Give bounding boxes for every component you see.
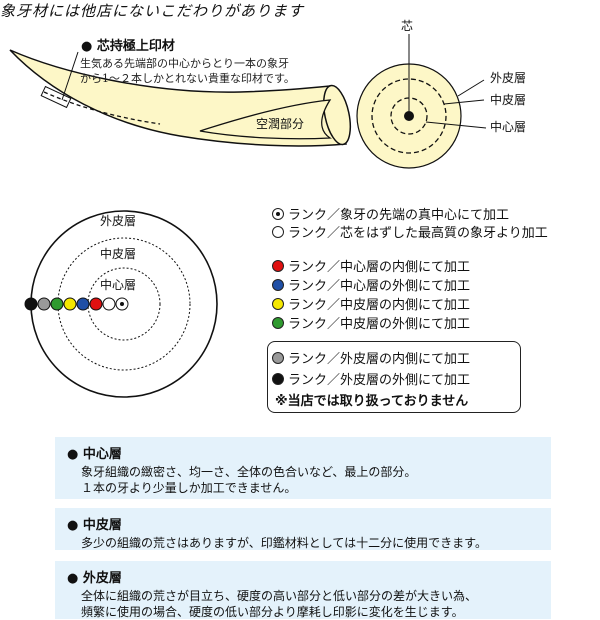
rank-dot — [37, 297, 51, 311]
info-center-line2: １本の牙より少量しか加工できません。 — [81, 481, 297, 495]
tusk-description-line2: から1～２本しかとれない貴重な印材です。 — [80, 71, 295, 85]
legend-item: ランク／中皮層の内側にて加工 — [272, 294, 470, 313]
rank-middle-label: 中皮層 — [100, 246, 136, 261]
legend-item-label: ランク／中心層の内側にて加工 — [288, 260, 471, 275]
rank-dots — [24, 297, 129, 311]
legend-item: ランク／中心層の内側にて加工 — [272, 256, 470, 275]
excluded-note: ※当店では取り扱っておりません — [275, 394, 469, 409]
tusk-title: ● 芯持極上印材 — [81, 38, 175, 54]
info-box-outer: ● 外皮層 全体に組織の荒さが目立ち、硬度の高い部分と低い部分の差が大きい為、 … — [55, 561, 551, 619]
legend-item: ランク／中皮層の外側にて加工 — [272, 313, 470, 332]
info-outer-line1: 全体に組織の荒さが目立ち、硬度の高い部分と低い部分の差が大きい為、 — [81, 589, 478, 603]
info-center-line1: 象牙組織の緻密さ、均一さ、全体の色合いなど、最上の部分。 — [81, 465, 417, 479]
page-headline: 象牙材には他店にないこだわりがあります — [0, 2, 305, 20]
info-middle-title: ● 中皮層 — [67, 518, 122, 533]
rank-dot — [102, 297, 116, 311]
outer-layer-label: 外皮層 — [490, 71, 526, 85]
tusk-cross-section: 芯 外皮層 中皮層 中心層 — [356, 19, 526, 169]
info-box-center: ● 中心層 象牙組織の緻密さ、均一さ、全体の色合いなど、最上の部分。 １本の牙よ… — [55, 437, 551, 499]
legend-item: ランク／中心層の外側にて加工 — [272, 275, 470, 294]
rank-color-dot — [272, 278, 284, 291]
legend-item-label: ランク／中心層の外側にて加工 — [288, 279, 471, 294]
legend-item: ランク／芯をはずした最高質の象牙より加工 — [272, 222, 548, 241]
rank-color-dot — [272, 351, 284, 364]
rank-color-dot — [272, 225, 284, 238]
rank-dot — [63, 297, 77, 311]
legend-item: ランク／外皮層の外側にて加工 — [272, 369, 470, 388]
hollow-label: 空潤部分 — [256, 116, 304, 131]
info-box-middle: ● 中皮層 多少の組織の荒さはありますが、印鑑材料としては十二分に使用できます。 — [55, 508, 551, 550]
info-center-title: ● 中心層 — [67, 447, 122, 462]
rank-outer-label: 外皮層 — [100, 214, 136, 228]
ivory-diagram: ● 芯持極上印材 生気ある先端部の中心からとり一本の象牙 から1～２本しかとれな… — [9, 19, 526, 398]
rank-dot-core — [120, 302, 124, 306]
info-middle-line1: 多少の組織の荒さはありますが、印鑑材料としては十二分に使用できます。 — [81, 536, 487, 550]
legend-item-label: ランク／中皮層の内側にて加工 — [288, 298, 471, 313]
excluded-ranks-box — [267, 341, 521, 413]
tusk-illustration: ● 芯持極上印材 生気ある先端部の中心からとり一本の象牙 から1～２本しかとれな… — [9, 38, 352, 147]
legend-item-label: ランク／芯をはずした最高質の象牙より加工 — [288, 226, 548, 241]
rank-color-dot — [272, 372, 284, 385]
rank-dot — [76, 297, 90, 311]
rank-center-label: 中心層 — [100, 277, 136, 292]
rank-dot — [24, 297, 38, 311]
rank-color-dot — [272, 207, 284, 220]
legend-item-label: ランク／中皮層の外側にて加工 — [288, 317, 471, 332]
legend-item-label: ランク／外皮層の内側にて加工 — [288, 352, 471, 367]
rank-color-dot — [272, 259, 284, 272]
legend-item: ランク／象牙の先端の真中心にて加工 — [272, 204, 509, 223]
info-outer-title: ● 外皮層 — [67, 571, 122, 586]
legend-item-label: ランク／象牙の先端の真中心にて加工 — [288, 208, 510, 223]
info-outer-line2: 頻繁に使用の場合、硬度の低い部分より摩耗し印影に変化を生じます。 — [81, 605, 464, 619]
legend-item-label: ランク／外皮層の外側にて加工 — [288, 373, 471, 388]
legend-item: ランク／外皮層の内側にて加工 — [272, 348, 470, 367]
tusk-description-line1: 生気ある先端部の中心からとり一本の象牙 — [80, 56, 289, 70]
core-label: 芯 — [401, 19, 413, 33]
middle-layer-label: 中皮層 — [490, 92, 526, 107]
rank-dot — [89, 297, 103, 311]
center-layer-label: 中心層 — [490, 119, 526, 134]
rank-diagram: 外皮層 中皮層 中心層 — [24, 210, 218, 398]
rank-color-dot — [272, 297, 284, 310]
rank-color-dot — [272, 316, 284, 329]
rank-dot — [50, 297, 64, 311]
